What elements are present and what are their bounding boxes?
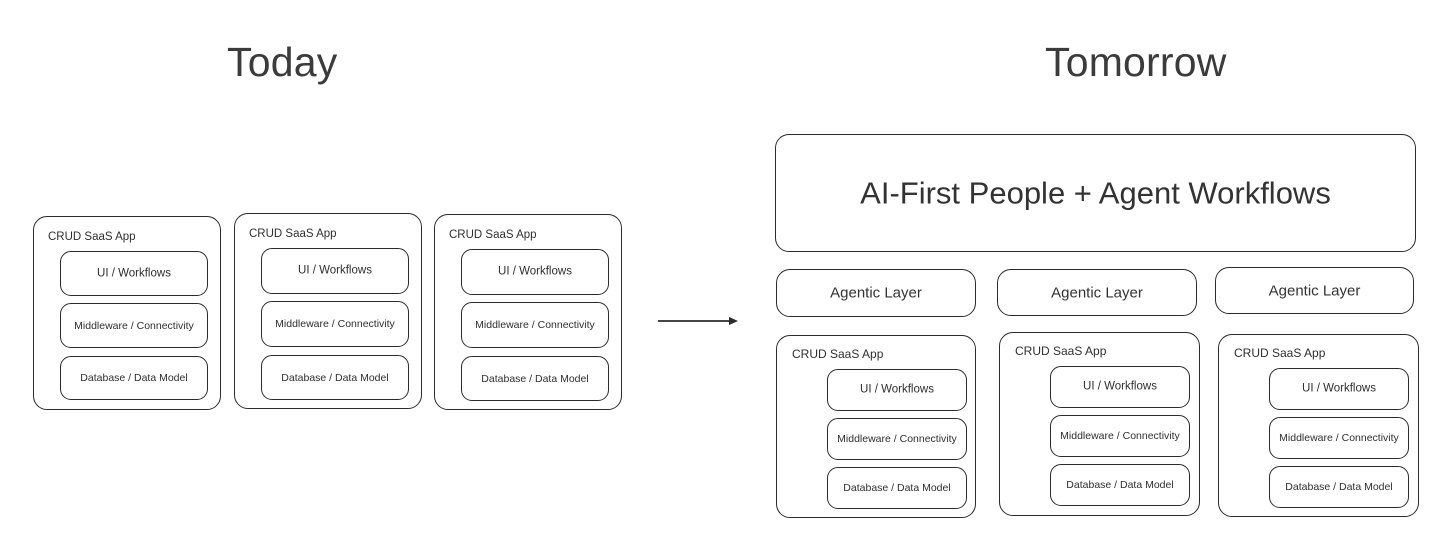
crud-app-title: CRUD SaaS App bbox=[449, 229, 537, 241]
layer-label: Middleware / Connectivity bbox=[837, 432, 957, 445]
layer-label: UI / Workflows bbox=[1083, 380, 1157, 393]
layer-box-ui: UI / Workflows bbox=[1269, 368, 1409, 410]
agentic-layer-label: Agentic Layer bbox=[1268, 282, 1361, 299]
crud-app-title: CRUD SaaS App bbox=[249, 228, 337, 240]
layer-label: Database / Data Model bbox=[1285, 480, 1393, 493]
layer-label: Database / Data Model bbox=[1066, 478, 1174, 491]
layer-label: Middleware / Connectivity bbox=[1279, 431, 1399, 444]
layer-box-database: Database / Data Model bbox=[461, 356, 609, 401]
layer-label: Middleware / Connectivity bbox=[74, 319, 194, 332]
agentic-layer-box-2: Agentic Layer bbox=[997, 269, 1197, 316]
crud-app-title: CRUD SaaS App bbox=[1015, 344, 1107, 358]
layer-box-database: Database / Data Model bbox=[261, 355, 409, 400]
layer-box-middleware: Middleware / Connectivity bbox=[261, 301, 409, 347]
tomorrow-app-card-3: CRUD SaaS App UI / Workflows Middleware … bbox=[1218, 334, 1419, 517]
agentic-layer-label: Agentic Layer bbox=[830, 284, 922, 302]
crud-app-title: CRUD SaaS App bbox=[48, 231, 136, 243]
layer-box-ui: UI / Workflows bbox=[60, 251, 208, 296]
layer-box-middleware: Middleware / Connectivity bbox=[1269, 417, 1409, 459]
tomorrow-app-card-1: CRUD SaaS App UI / Workflows Middleware … bbox=[776, 335, 976, 518]
today-app-card-3: CRUD SaaS App UI / Workflows Middleware … bbox=[434, 214, 622, 410]
layer-box-database: Database / Data Model bbox=[1050, 464, 1190, 506]
layer-label: Database / Data Model bbox=[281, 371, 389, 384]
layer-label: Middleware / Connectivity bbox=[475, 318, 595, 331]
layer-label: Middleware / Connectivity bbox=[275, 317, 395, 330]
agentic-layer-box-1: Agentic Layer bbox=[776, 269, 976, 317]
layer-label: Middleware / Connectivity bbox=[1060, 429, 1180, 442]
crud-app-title: CRUD SaaS App bbox=[1234, 346, 1326, 360]
layer-label: UI / Workflows bbox=[860, 383, 934, 396]
layer-label: Database / Data Model bbox=[80, 371, 188, 384]
layer-box-database: Database / Data Model bbox=[827, 467, 967, 509]
layer-box-middleware: Middleware / Connectivity bbox=[1050, 415, 1190, 457]
layer-box-middleware: Middleware / Connectivity bbox=[827, 418, 967, 460]
layer-label: UI / Workflows bbox=[498, 265, 572, 278]
today-app-card-1: CRUD SaaS App UI / Workflows Middleware … bbox=[33, 216, 221, 410]
layer-box-ui: UI / Workflows bbox=[461, 249, 609, 295]
agentic-layer-label: Agentic Layer bbox=[1051, 284, 1143, 301]
layer-box-database: Database / Data Model bbox=[1269, 466, 1409, 508]
layer-box-database: Database / Data Model bbox=[60, 356, 208, 400]
banner-label: AI-First People + Agent Workflows bbox=[860, 175, 1331, 211]
page-title-tomorrow: Tomorrow bbox=[1045, 39, 1227, 85]
layer-box-ui: UI / Workflows bbox=[1050, 366, 1190, 408]
page-title-today: Today bbox=[227, 39, 338, 85]
layer-box-ui: UI / Workflows bbox=[827, 369, 967, 411]
layer-box-middleware: Middleware / Connectivity bbox=[461, 302, 609, 348]
tomorrow-app-card-2: CRUD SaaS App UI / Workflows Middleware … bbox=[999, 332, 1200, 516]
layer-label: UI / Workflows bbox=[97, 266, 171, 279]
ai-first-banner: AI-First People + Agent Workflows bbox=[775, 134, 1416, 252]
agentic-layer-box-3: Agentic Layer bbox=[1215, 267, 1414, 314]
layer-label: Database / Data Model bbox=[481, 372, 589, 385]
layer-label: Database / Data Model bbox=[843, 481, 951, 494]
crud-app-title: CRUD SaaS App bbox=[792, 347, 884, 361]
layer-box-middleware: Middleware / Connectivity bbox=[60, 303, 208, 348]
layer-label: UI / Workflows bbox=[298, 264, 372, 277]
today-app-card-2: CRUD SaaS App UI / Workflows Middleware … bbox=[234, 213, 422, 409]
layer-box-ui: UI / Workflows bbox=[261, 248, 409, 294]
transition-arrow-icon bbox=[658, 317, 738, 325]
layer-label: UI / Workflows bbox=[1302, 382, 1376, 395]
